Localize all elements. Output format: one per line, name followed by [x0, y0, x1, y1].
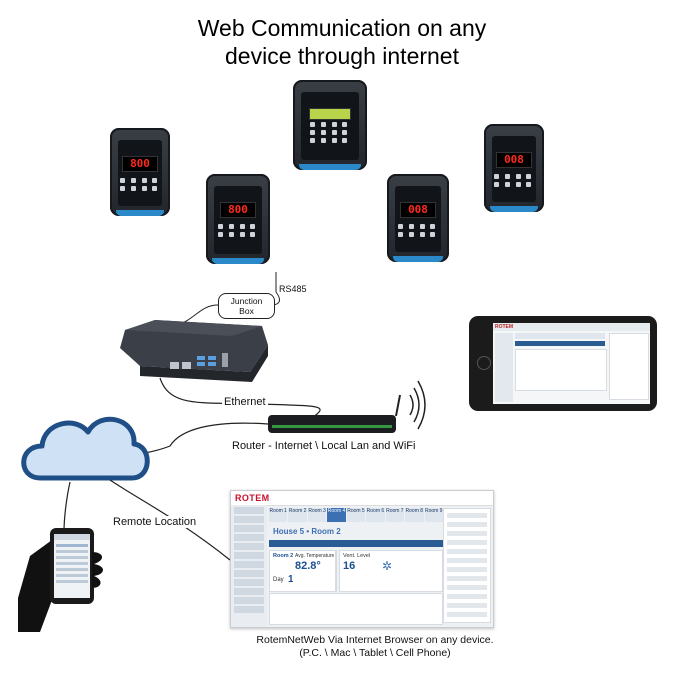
controller-accent-edge: [212, 258, 264, 264]
room-tabs: Room 1 Room 2 Room 3 Room 4 Room 5 Room …: [269, 508, 443, 522]
tablet-device: ROTEM: [469, 316, 657, 411]
cloud-to-browser-cable: [109, 479, 231, 561]
remote-location-label: Remote Location: [111, 516, 199, 528]
room-tab-active[interactable]: Room 4: [327, 508, 346, 522]
room-tab[interactable]: Room 9: [424, 508, 443, 522]
controller-face: 008: [492, 136, 536, 202]
controller-accent-edge: [490, 206, 538, 212]
router-to-cloud-cable: [135, 422, 269, 456]
cloud-to-phone-cable: [63, 481, 71, 533]
room-tab[interactable]: Room 2: [288, 508, 307, 522]
house-room-title: House 5 • Room 2: [273, 527, 341, 536]
controller-display: 008: [400, 202, 436, 218]
controller-accent-edge: [116, 210, 164, 216]
controller-keypad: [120, 178, 160, 191]
diagram-title: Web Communication on any device through …: [0, 14, 684, 70]
controller-display: 008: [496, 152, 532, 168]
room-tab[interactable]: Room 1: [269, 508, 288, 522]
messages-panel: [443, 508, 491, 623]
router-label: Router - Internet \ Local Lan and WiFi: [232, 440, 416, 452]
controller-keypad: [398, 224, 438, 237]
junction-box: Junction Box: [218, 293, 275, 319]
avg-temp-value: 82.8°: [295, 560, 321, 572]
room-tab[interactable]: Room 5: [346, 508, 366, 522]
controller-1: 800: [110, 128, 170, 216]
controller-keypad: [310, 122, 350, 143]
controller-display: 800: [220, 202, 256, 218]
hand-phone: [18, 528, 103, 632]
room-tab[interactable]: Room 6: [366, 508, 385, 522]
router: [268, 394, 401, 433]
caption: RotemNetWeb Via Internet Browser on any …: [215, 634, 535, 660]
controller-4: 008: [387, 174, 449, 262]
vent-level-label: Vent. Level: [343, 553, 371, 559]
browser-top-bar: ROTEM: [231, 491, 493, 506]
controller-face: [301, 92, 359, 160]
controller-face: 800: [118, 140, 162, 206]
rotem-logo: ROTEM: [235, 493, 270, 503]
wifi-signal-icon: [409, 380, 426, 430]
controller-keypad: [494, 174, 534, 187]
section-bar: [269, 540, 443, 547]
status-table: [269, 593, 443, 625]
day-label: Day: [273, 577, 284, 583]
vent-level-panel: Vent. Level 16 ✲: [339, 550, 443, 592]
title-line-2: device through internet: [225, 43, 459, 69]
fan-icon: ✲: [382, 559, 393, 573]
rotemnetweb-browser: ROTEM Room 1 Room 2 Room 3 Room 4 Room 5…: [230, 490, 494, 628]
caption-line-2: (P.C. \ Mac \ Tablet \ Cell Phone): [299, 647, 451, 659]
ethernet-label: Ethernet: [222, 396, 268, 408]
controller-3: [293, 80, 367, 170]
industrial-pc: [120, 320, 268, 382]
controller-face: 800: [214, 186, 262, 254]
controller-face: 008: [395, 186, 441, 252]
caption-line-1: RotemNetWeb Via Internet Browser on any …: [256, 634, 494, 646]
controller-accent-edge: [393, 256, 443, 262]
controller-accent-edge: [299, 164, 361, 170]
controller-5: 008: [484, 124, 544, 212]
junction-label-line-2: Box: [239, 306, 254, 316]
title-line-1: Web Communication on any: [197, 15, 487, 41]
controller-display: 800: [122, 156, 158, 172]
rs485-label: RS485: [279, 284, 307, 294]
tablet-screen: ROTEM: [493, 323, 650, 404]
avg-temp-label: Avg. Temperature: [295, 553, 335, 559]
avg-temperature-panel: Avg. Temperature 82.8°: [293, 550, 336, 592]
tablet-home-button: [477, 356, 491, 370]
room-tab[interactable]: Room 8: [405, 508, 424, 522]
controller-2: 800: [206, 174, 270, 264]
controller-display-lcd: [309, 108, 351, 120]
house-room-header: House 5 • Room 2: [269, 525, 443, 537]
room-tab[interactable]: Room 7: [385, 508, 405, 522]
room-tab[interactable]: Room 3: [307, 508, 327, 522]
browser-sidebar: [231, 505, 267, 627]
room-name: Room 2: [273, 553, 294, 559]
cloud-icon: [21, 416, 150, 481]
controller-keypad: [218, 224, 258, 237]
vent-level-value: 16: [343, 560, 356, 572]
junction-label-line-1: Junction: [230, 296, 263, 306]
tablet-app-header: ROTEM: [493, 323, 650, 331]
